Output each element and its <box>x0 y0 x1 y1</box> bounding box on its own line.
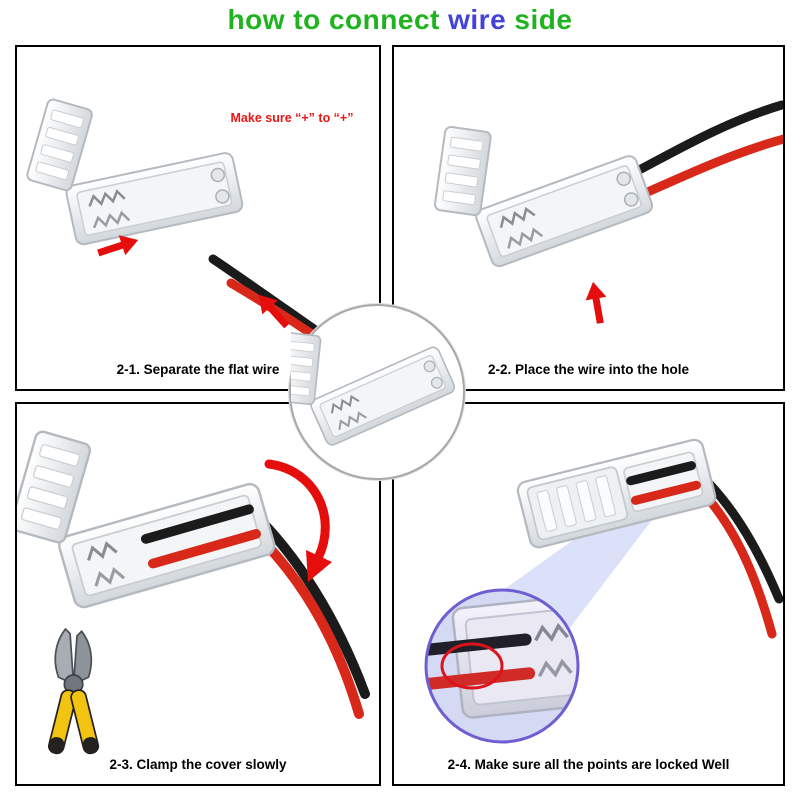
title-segment-blue: wire <box>448 4 507 35</box>
title-segment-green-1: how to connect <box>227 4 449 35</box>
step-2-2-illustration <box>433 100 783 325</box>
pliers-icon <box>46 628 101 756</box>
step-2-3-caption: 2-3. Clamp the cover slowly <box>109 757 287 772</box>
step-2-4-caption: 2-4. Make sure all the points are locked… <box>447 757 730 772</box>
connector-detail-illustration <box>275 331 458 448</box>
locked-point-highlight <box>440 642 504 690</box>
step-2-1-caption: 2-1. Separate the flat wire <box>116 362 280 377</box>
panel-step-2-2: 2-2. Place the wire into the hole <box>392 45 785 391</box>
connector-detail-circle <box>275 304 465 480</box>
step-2-3-illustration <box>17 428 370 756</box>
page-title: how to connect wire side <box>0 4 800 36</box>
step-2-4-illustration <box>424 404 783 744</box>
connector-open <box>433 125 656 270</box>
connector-open <box>275 331 458 448</box>
polarity-note: Make sure “+” to “+” <box>230 111 354 125</box>
curved-arrow-icon <box>264 459 332 582</box>
connector-open <box>24 97 246 247</box>
magnifier-circle <box>424 588 580 744</box>
red-arrow-icon <box>582 279 611 325</box>
title-segment-green-2: side <box>506 4 573 35</box>
step-2-2-caption: 2-2. Place the wire into the hole <box>487 362 690 377</box>
black-wire <box>621 100 783 182</box>
red-wire <box>629 134 783 203</box>
panel-step-2-3: 2-3. Clamp the cover slowly <box>15 402 381 786</box>
connector-open-loaded <box>17 428 277 621</box>
panel-step-2-4: 2-4. Make sure all the points are locked… <box>392 402 785 786</box>
